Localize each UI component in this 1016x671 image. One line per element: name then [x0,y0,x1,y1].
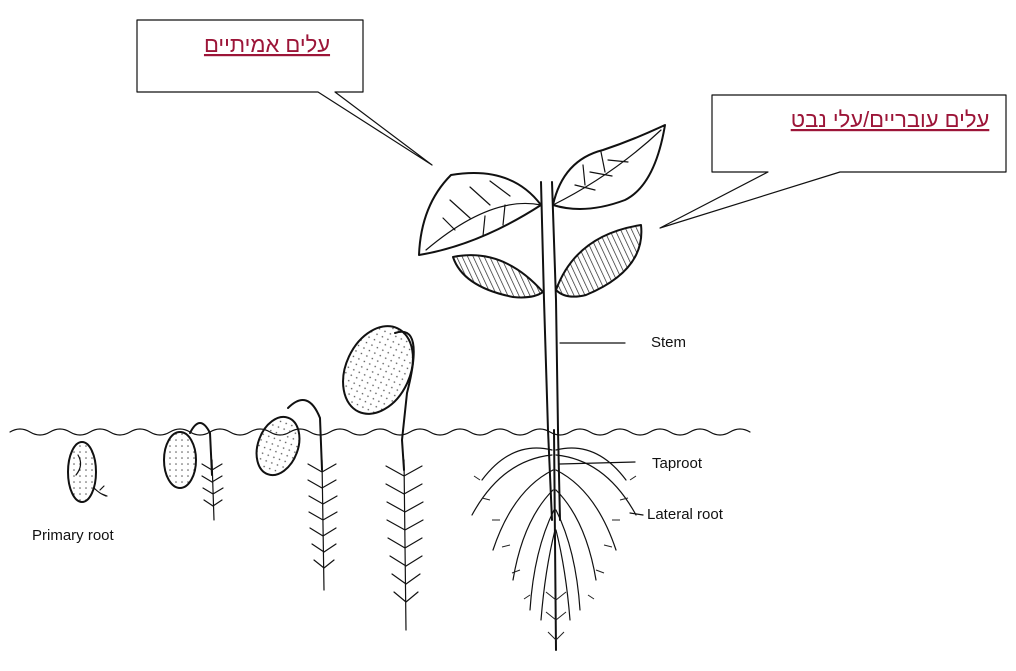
callout-seed-leaves-text[interactable]: עלים עובריים/עלי נבט [791,107,990,132]
callout-seed-leaves: עלים עובריים/עלי נבט [660,95,1006,228]
cotyledon-right [556,225,641,297]
stage-4-seedling [330,315,427,630]
label-stem: Stem [651,334,686,351]
label-primary-root: Primary root [32,527,115,544]
stage-2-seedling [164,423,223,520]
label-taproot: Taproot [652,455,703,472]
stage-5-plant [419,125,665,650]
callout-true-leaves-text[interactable]: עלים אמיתיים [204,32,330,57]
callout-true-leaves: עלים אמיתיים [137,20,432,165]
label-lateral-root: Lateral root [647,506,724,523]
stage-3-seedling [249,400,337,590]
stage-1-seed [68,442,107,502]
soil-line [10,429,750,435]
cotyledon-left [453,255,543,297]
